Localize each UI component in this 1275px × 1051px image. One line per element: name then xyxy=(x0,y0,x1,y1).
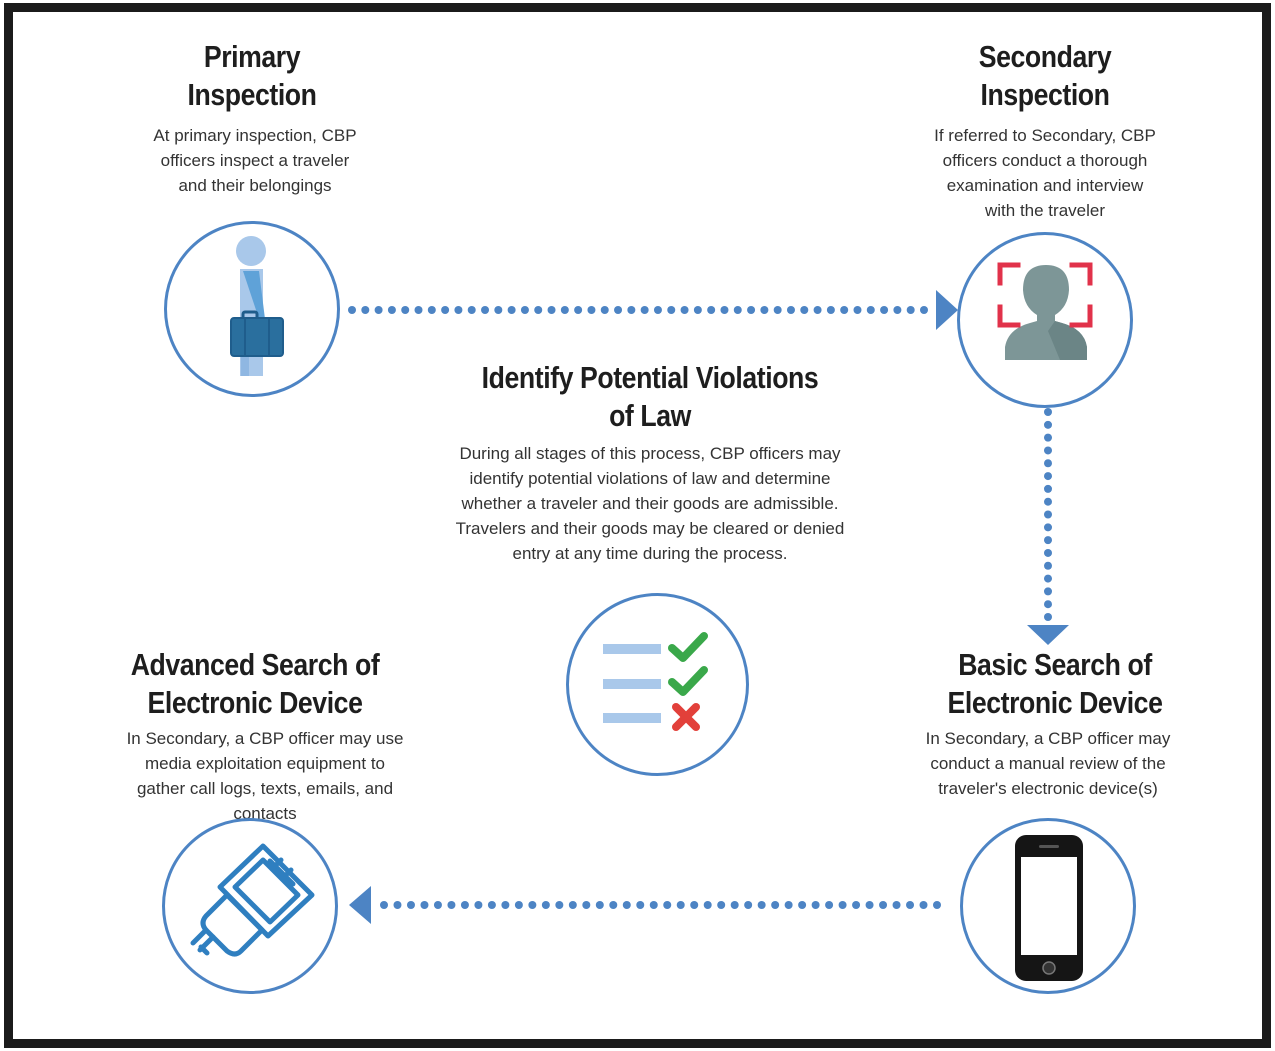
checklist-line xyxy=(603,679,661,689)
advanced-desc-line: In Secondary, a CBP officer may use xyxy=(126,729,404,748)
violations-desc-line: whether a traveler and their goods are a… xyxy=(461,494,839,513)
basic-title-line-1: Basic Search of xyxy=(958,647,1152,682)
checklist-line xyxy=(603,713,661,723)
primary-title-line-2: Inspection xyxy=(187,77,317,112)
advanced-title-line-2: Electronic Device xyxy=(147,685,363,720)
violations-title: Identify Potential Violations of Law xyxy=(457,359,844,435)
primary-title-line-1: Primary xyxy=(203,39,301,74)
checklist-circle xyxy=(566,593,749,776)
primary-desc-line: and their belongings xyxy=(178,176,332,195)
secondary-inspection-description: If referred to Secondary, CBP officers c… xyxy=(895,123,1195,223)
primary-inspection-title: Primary Inspection xyxy=(145,38,360,114)
usb-connector-icon xyxy=(190,843,315,957)
face-scan-icon xyxy=(997,262,1093,360)
checklist-icon xyxy=(603,632,708,731)
check-icon xyxy=(668,666,708,696)
checklist-line xyxy=(603,644,661,654)
primary-inspection-description: At primary inspection, CBP officers insp… xyxy=(110,123,400,198)
violations-title-line-1: Identify Potential Violations xyxy=(481,360,819,395)
violations-desc-line: entry at any time during the process. xyxy=(512,544,788,563)
primary-desc-line: officers inspect a traveler xyxy=(160,151,350,170)
secondary-desc-line: If referred to Secondary, CBP xyxy=(934,126,1156,145)
basic-desc-line: conduct a manual review of the xyxy=(930,754,1166,773)
basic-search-title: Basic Search of Electronic Device xyxy=(917,646,1192,722)
basic-title-line-2: Electronic Device xyxy=(947,685,1163,720)
secondary-title-line-1: Secondary xyxy=(978,39,1112,74)
violations-description: During all stages of this process, CBP o… xyxy=(405,441,895,566)
secondary-desc-line: officers conduct a thorough xyxy=(942,151,1148,170)
secondary-title-line-2: Inspection xyxy=(980,77,1110,112)
violations-desc-line: identify potential violations of law and… xyxy=(469,469,831,488)
secondary-desc-line: examination and interview xyxy=(946,176,1144,195)
violations-title-line-2: of Law xyxy=(609,398,691,433)
advanced-desc-line: gather call logs, texts, emails, and xyxy=(136,779,394,798)
primary-inspection-circle xyxy=(164,221,340,397)
violations-desc-line: During all stages of this process, CBP o… xyxy=(459,444,841,463)
check-icon xyxy=(668,632,708,662)
cross-icon xyxy=(672,703,700,731)
basic-search-circle xyxy=(960,818,1136,994)
advanced-desc-line: media exploitation equipment to xyxy=(144,754,386,773)
secondary-inspection-title: Secondary Inspection xyxy=(938,38,1153,114)
basic-search-description: In Secondary, a CBP officer may conduct … xyxy=(890,726,1206,801)
basic-desc-line: In Secondary, a CBP officer may xyxy=(925,729,1171,748)
primary-desc-line: At primary inspection, CBP xyxy=(153,126,357,145)
advanced-search-circle xyxy=(162,818,338,994)
violations-desc-line: Travelers and their goods may be cleared… xyxy=(455,519,845,538)
smartphone-icon xyxy=(1015,835,1083,981)
secondary-desc-line: with the traveler xyxy=(985,201,1105,220)
advanced-title-line-1: Advanced Search of xyxy=(130,647,380,682)
advanced-search-description: In Secondary, a CBP officer may use medi… xyxy=(100,726,430,826)
basic-desc-line: traveler's electronic device(s) xyxy=(938,779,1158,798)
advanced-search-title: Advanced Search of Electronic Device xyxy=(117,646,392,722)
secondary-inspection-circle xyxy=(957,232,1133,408)
traveler-with-briefcase-icon xyxy=(230,236,284,376)
